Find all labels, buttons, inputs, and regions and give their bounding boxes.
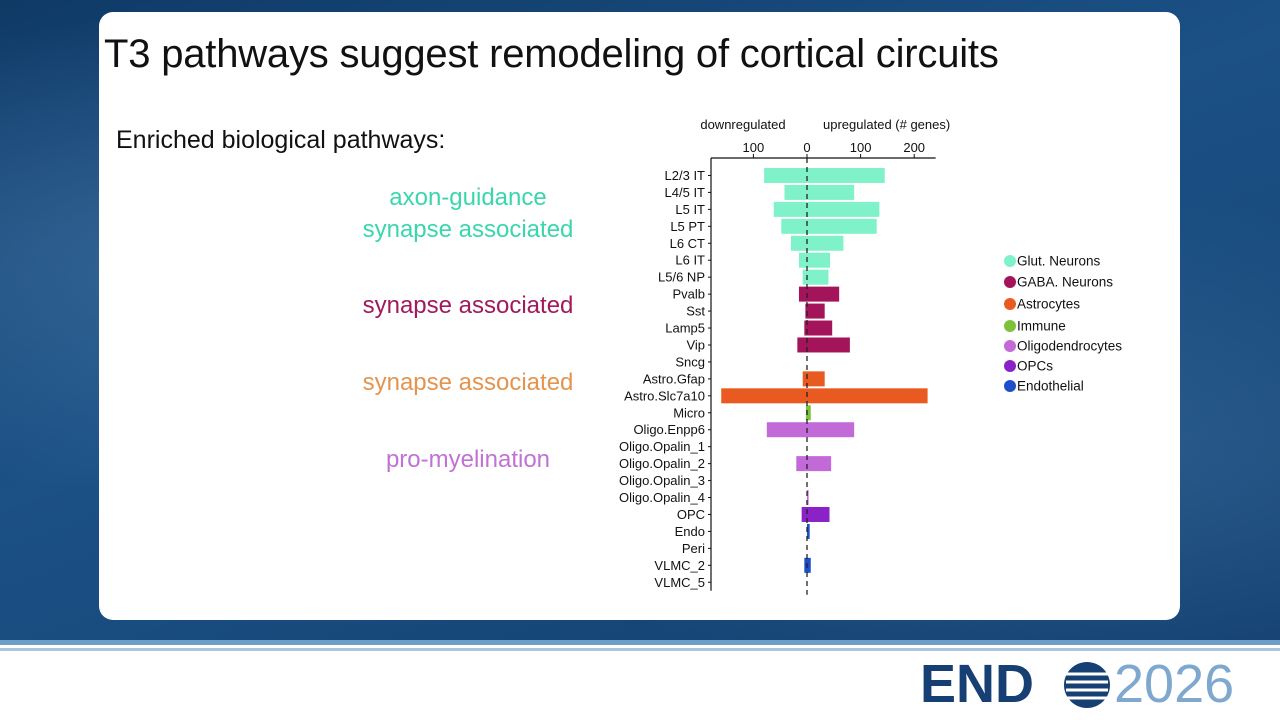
logo-word: END — [920, 654, 1035, 714]
bar — [801, 506, 830, 522]
x-tick-label: 100 — [743, 140, 765, 155]
slide-card — [99, 12, 1180, 620]
globe-circle — [1064, 662, 1110, 708]
y-tick-label: Astro.Slc7a10 — [624, 388, 705, 403]
pathway-label-oligo: pro-myelination — [385, 446, 551, 473]
bar — [798, 252, 831, 268]
bar — [805, 405, 811, 421]
pathway-label-glut-2: synapse associated — [362, 216, 574, 243]
globe-band — [1066, 672, 1108, 676]
y-tick-label: L6 CT — [670, 236, 705, 251]
legend-swatch — [1004, 340, 1016, 352]
pathway-bar-chart: downregulated upregulated (# genes) 100 0 10… — [619, 117, 950, 595]
divider-stripe — [0, 648, 1280, 651]
logo-year: 2026 — [1114, 654, 1235, 714]
globe-band — [1066, 696, 1108, 700]
y-tick-label: L5/6 NP — [658, 270, 705, 285]
y-tick-label: Lamp5 — [665, 321, 705, 336]
bar — [802, 371, 825, 387]
legend-label: Endothelial — [1017, 379, 1084, 394]
y-tick-label: Sst — [686, 304, 705, 319]
globe-band — [1066, 680, 1108, 684]
legend-label: Oligodendrocytes — [1017, 339, 1122, 354]
legend-swatch — [1004, 276, 1016, 288]
legend-label: GABA. Neurons — [1017, 275, 1113, 290]
y-tick-label: L4/5 IT — [665, 185, 706, 200]
y-tick-label: OPC — [677, 507, 705, 522]
x-tick-label: 200 — [903, 140, 925, 155]
bar — [807, 490, 809, 506]
pathway-label-glut-1: axon-guidance — [389, 184, 547, 211]
y-tick-label: Peri — [682, 541, 705, 556]
y-tick-label: L2/3 IT — [665, 168, 706, 183]
endo-logo: END 2026 — [920, 656, 1270, 712]
y-tick-label: Astro.Gfap — [643, 371, 705, 386]
bar — [721, 388, 928, 404]
legend-label: Glut. Neurons — [1017, 254, 1101, 269]
bar — [805, 303, 825, 319]
y-tick-label: Oligo.Opalin_3 — [619, 473, 705, 488]
bar — [797, 337, 850, 353]
pathway-label-astro: synapse associated — [362, 369, 574, 396]
globe-band — [1066, 688, 1108, 692]
globe-icon — [1064, 662, 1110, 708]
y-tick-label: Oligo.Opalin_2 — [619, 456, 705, 471]
bar — [798, 286, 840, 302]
legend-label: Immune — [1017, 319, 1066, 334]
y-tick-label: Sncg — [675, 354, 705, 369]
bar — [802, 269, 829, 285]
y-tick-label: Vip — [686, 337, 705, 352]
legend-swatch — [1004, 298, 1016, 310]
bar — [766, 422, 855, 438]
bar — [781, 218, 877, 234]
divider-stripe — [0, 645, 1280, 648]
y-tick-label: L5 IT — [675, 202, 705, 217]
legend-label: Astrocytes — [1017, 297, 1080, 312]
y-tick-label: VLMC_5 — [654, 575, 705, 590]
y-tick-label: L6 IT — [675, 253, 705, 268]
slide-title: T3 pathways suggest remodeling of cortic… — [104, 32, 999, 76]
divider-stripe — [0, 640, 1280, 645]
legend-label: OPCs — [1017, 359, 1053, 374]
bar — [807, 523, 810, 539]
y-tick-label: Micro — [673, 405, 705, 420]
slide-subtitle: Enriched biological pathways: — [116, 126, 446, 154]
header-downregulated: downregulated — [700, 117, 785, 132]
bar — [773, 201, 880, 217]
y-tick-label: Endo — [675, 524, 705, 539]
bar — [796, 456, 832, 472]
x-tick-label: 0 — [803, 140, 810, 155]
bar — [804, 320, 833, 336]
pathway-label-gaba: synapse associated — [362, 292, 574, 319]
legend-swatch — [1004, 320, 1016, 332]
y-tick-label: Oligo.Enpp6 — [633, 422, 705, 437]
bar — [790, 235, 844, 251]
y-tick-label: Oligo.Opalin_4 — [619, 490, 705, 505]
legend-swatch — [1004, 380, 1016, 392]
y-tick-label: Oligo.Opalin_1 — [619, 439, 705, 454]
y-tick-label: VLMC_2 — [654, 558, 705, 573]
x-tick-label: 100 — [850, 140, 872, 155]
header-upregulated: upregulated (# genes) — [823, 117, 950, 132]
legend-swatch — [1004, 255, 1016, 267]
legend-swatch — [1004, 360, 1016, 372]
bar — [764, 167, 885, 183]
y-tick-label: Pvalb — [672, 287, 705, 302]
bar — [784, 184, 855, 200]
y-tick-label: L5 PT — [670, 219, 705, 234]
